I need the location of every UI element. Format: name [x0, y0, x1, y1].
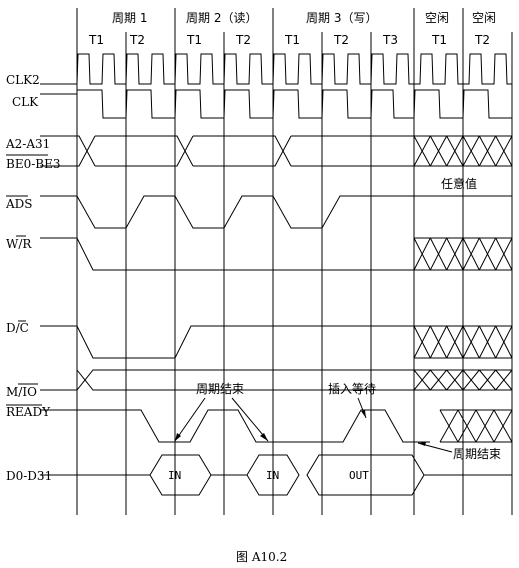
mio-any-value-hatch	[413, 369, 431, 391]
signal-label-data: D0-D31	[6, 469, 52, 483]
signal-label-ads: ADS	[5, 197, 33, 211]
dc-any-value-hatch	[495, 325, 513, 359]
mio-any-value-hatch	[462, 369, 480, 391]
addr-bus-line	[40, 135, 96, 167]
state-label: T2	[474, 33, 490, 47]
dc-any-value-hatch	[413, 325, 431, 359]
mio-any-value-hatch	[495, 369, 513, 391]
ready-any-value-hatch	[475, 409, 495, 443]
state-label: T2	[129, 33, 145, 47]
addr-any-value-hatch	[462, 135, 480, 167]
wr-any-value-hatch	[413, 237, 431, 271]
figure-caption: 图 A10.2	[236, 550, 287, 564]
wr-any-value-hatch	[429, 237, 448, 271]
signal-label-mio: M/IO	[6, 385, 37, 399]
signal-label-clk: CLK	[12, 95, 39, 109]
data-bus-in-2-region	[246, 454, 300, 496]
annotation-cycle-end-2: 周期结束	[453, 447, 501, 461]
signal-label-wr: W/R	[6, 237, 32, 251]
mio-any-value-hatch	[446, 369, 464, 391]
period-label-idle-1: 空闲	[425, 11, 449, 25]
wr-any-value-hatch	[462, 237, 480, 271]
ready-any-value-hatch	[439, 409, 459, 443]
addr-bus-line	[193, 135, 292, 167]
addr-any-value-hatch	[413, 135, 431, 167]
wr-any-value-hatch	[446, 237, 464, 271]
period-label-2: 周期 2（读）	[186, 11, 257, 25]
annotation-arrows	[174, 397, 453, 453]
signal-label-dc: D/C	[6, 321, 29, 335]
data-bus-in-2: IN	[266, 469, 279, 482]
addr-bus-line	[95, 135, 194, 167]
state-label: T2	[235, 33, 251, 47]
mio-any-value-hatch	[429, 369, 448, 391]
clk-waveform	[40, 89, 512, 119]
ready-any-value-hatch	[493, 409, 513, 443]
addr-bus-line	[95, 135, 194, 167]
signal-label-be: BE0-BE3	[6, 157, 60, 171]
signal-label-ready: READY	[6, 405, 51, 419]
state-label: T1	[431, 33, 447, 47]
period-label-1: 周期 1	[112, 11, 147, 25]
ads-waveform	[40, 195, 512, 229]
state-label: T1	[186, 33, 202, 47]
ready-waveform	[40, 409, 430, 443]
annotation-insert-wait: 插入等待	[328, 382, 376, 396]
ready-any-value-hatch	[457, 409, 477, 443]
mio-waveform	[76, 369, 414, 391]
state-label: T3	[382, 33, 398, 47]
wr-any-value-hatch	[495, 237, 513, 271]
signal-label-clk2: CLK2	[6, 73, 40, 87]
period-label-idle-2: 空闲	[472, 11, 496, 25]
state-label: T2	[333, 33, 349, 47]
state-label: T1	[284, 33, 300, 47]
addr-any-value-hatch	[495, 135, 513, 167]
dc-waveform	[40, 325, 414, 359]
dc-any-value-hatch	[429, 325, 448, 359]
period-label-3: 周期 3（写）	[306, 11, 377, 25]
mio-any-value-hatch	[478, 369, 497, 391]
addr-any-value-hatch	[446, 135, 464, 167]
dc-any-value-hatch	[446, 325, 464, 359]
dc-any-value-hatch	[478, 325, 497, 359]
annotation-any-value: 任意值	[441, 176, 477, 191]
addr-bus-line	[40, 135, 96, 167]
addr-any-value-hatch	[429, 135, 448, 167]
data-bus-in-1: IN	[168, 469, 181, 482]
dc-any-value-hatch	[462, 325, 480, 359]
addr-any-value-hatch	[478, 135, 497, 167]
annotation-cycle-end-1: 周期结束	[196, 382, 244, 396]
undefined-value-regions	[413, 135, 513, 443]
data-bus-out: OUT	[349, 469, 369, 482]
signal-label-addr: A2-A31	[5, 137, 50, 151]
clk2-waveform	[40, 53, 512, 85]
wr-any-value-hatch	[478, 237, 497, 271]
wr-waveform	[40, 237, 414, 271]
waveforms	[40, 53, 512, 496]
addr-bus-line	[193, 135, 292, 167]
state-label: T1	[88, 33, 104, 47]
